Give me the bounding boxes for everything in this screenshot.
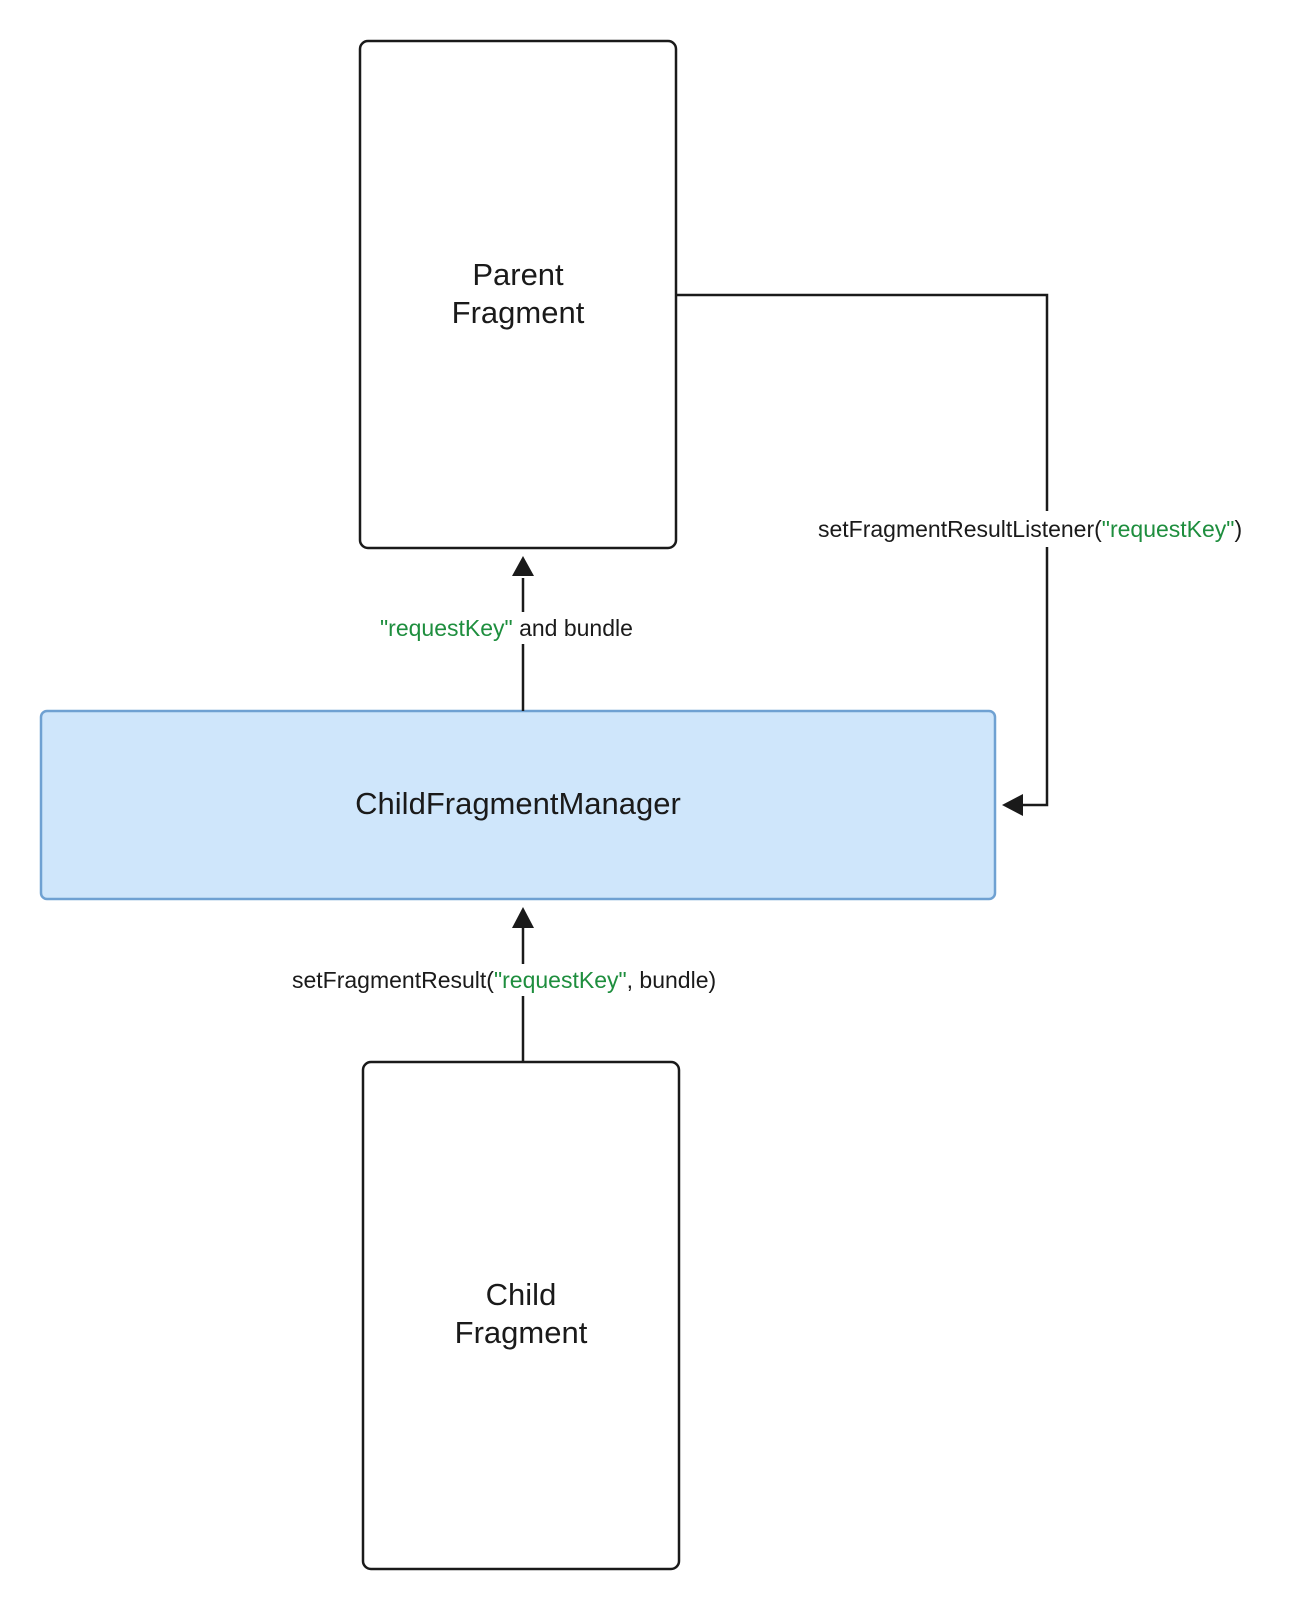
set-fragment-result-listener-prefix: setFragmentResultListener( xyxy=(818,516,1102,542)
edge-label-manager-to-parent: "requestKey" and bundle xyxy=(380,612,633,644)
request-key-text: "requestKey" xyxy=(493,967,627,993)
child-fragment-manager-label: ChildFragmentManager xyxy=(41,785,995,823)
child-fragment-box xyxy=(361,1060,681,1571)
set-fragment-result-listener-suffix: ) xyxy=(1234,516,1243,542)
and-bundle-text: and bundle xyxy=(512,615,633,641)
edge-label-child-to-manager: setFragmentResult("requestKey", bundle) xyxy=(292,964,717,996)
edge-label-parent-listener: setFragmentResultListener("requestKey") xyxy=(818,511,1243,547)
child-fragment-manager-box xyxy=(39,709,997,901)
child-fragment-label: Child Fragment xyxy=(363,1276,679,1352)
parent-fragment-label-line1: Parent xyxy=(472,257,564,292)
arrowhead-parent-listener xyxy=(1002,794,1023,816)
set-fragment-result-suffix: , bundle) xyxy=(626,967,717,993)
set-fragment-result-prefix: setFragmentResult( xyxy=(292,967,494,993)
parent-fragment-label: Parent Fragment xyxy=(360,256,676,332)
arrow-parent-listener xyxy=(676,293,1049,807)
request-key-text: "requestKey" xyxy=(1101,516,1235,542)
arrowhead-child-to-manager xyxy=(512,907,534,928)
request-key-text: "requestKey" xyxy=(380,615,513,641)
arrowhead-manager-to-parent xyxy=(512,556,534,576)
child-fragment-label-line2: Fragment xyxy=(454,1315,588,1350)
parent-fragment-label-line2: Fragment xyxy=(451,295,585,330)
child-fragment-label-line1: Child xyxy=(485,1277,557,1312)
child-fragment-manager-label-text: ChildFragmentManager xyxy=(355,786,681,821)
